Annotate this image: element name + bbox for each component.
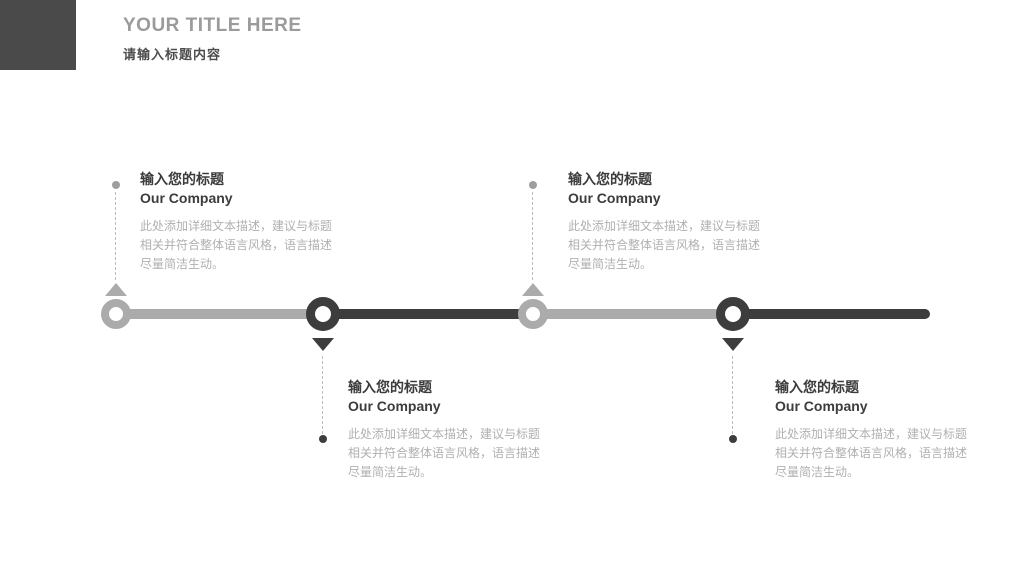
slide-header: YOUR TITLE HERE 请输入标题内容 [123,15,302,63]
connector-dot [319,435,327,443]
item-subtitle: Our Company [140,190,233,206]
arrow-up-icon [105,283,127,296]
timeline-segment [533,309,733,319]
item-body: 此处添加详细文本描述，建议与标题相关并符合整体语言风格，语言描述尽量简洁生动。 [140,219,333,271]
item-body: 此处添加详细文本描述，建议与标题相关并符合整体语言风格，语言描述尽量简洁生动。 [348,427,541,479]
timeline-node [716,297,750,331]
item-title: 输入您的标题 [775,379,859,395]
timeline-node [306,297,340,331]
item-body: 此处添加详细文本描述，建议与标题相关并符合整体语言风格，语言描述尽量简洁生动。 [775,427,968,479]
page-title: YOUR TITLE HERE [123,15,302,36]
timeline-item: 输入您的标题 Our Company 此处添加详细文本描述，建议与标题相关并符合… [775,378,980,482]
item-body: 此处添加详细文本描述，建议与标题相关并符合整体语言风格，语言描述尽量简洁生动。 [568,219,761,271]
timeline-item: 输入您的标题 Our Company 此处添加详细文本描述，建议与标题相关并符合… [348,378,553,482]
connector-dot [112,181,120,189]
connector-line [115,192,116,280]
connector-dot [729,435,737,443]
connector-dot [529,181,537,189]
timeline-segment [323,309,533,319]
item-title: 输入您的标题 [348,379,432,395]
arrow-down-icon [722,338,744,351]
timeline-item: 输入您的标题 Our Company 此处添加详细文本描述，建议与标题相关并符合… [568,170,773,274]
timeline-node [101,299,131,329]
timeline-segment [733,309,930,319]
timeline-segment [105,309,323,319]
connector-line [732,356,733,434]
item-title: 输入您的标题 [568,171,652,187]
timeline-item: 输入您的标题 Our Company 此处添加详细文本描述，建议与标题相关并符合… [140,170,345,274]
page-subtitle: 请输入标题内容 [123,47,222,62]
arrow-up-icon [522,283,544,296]
connector-line [322,356,323,434]
corner-accent-block [0,0,76,70]
item-subtitle: Our Company [568,190,661,206]
connector-line [532,192,533,280]
item-title: 输入您的标题 [140,171,224,187]
item-subtitle: Our Company [775,398,868,414]
item-subtitle: Our Company [348,398,441,414]
timeline-node [518,299,548,329]
arrow-down-icon [312,338,334,351]
